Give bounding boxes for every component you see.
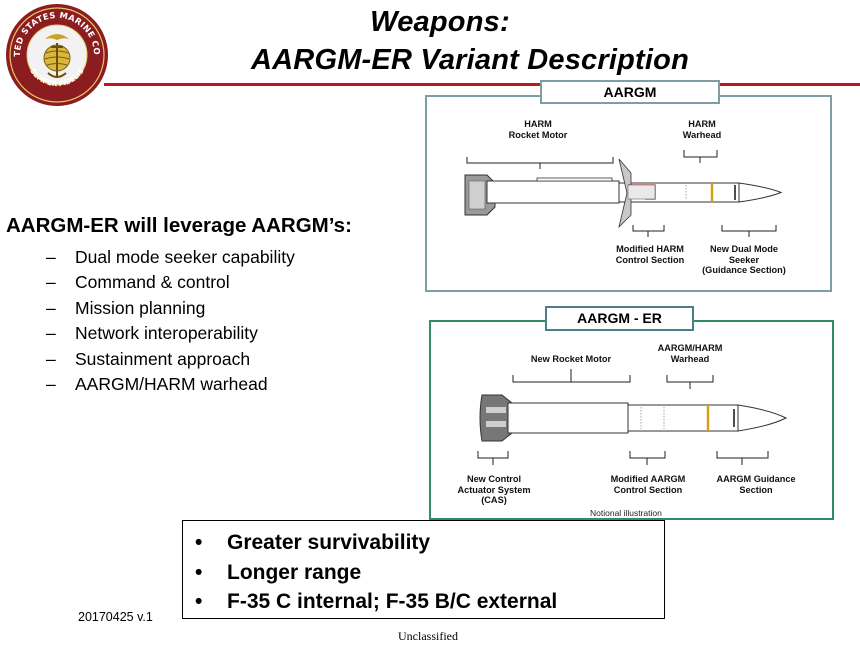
er-nose-cone (737, 404, 788, 432)
aargm-missile-diagram (464, 150, 783, 237)
list-item: –Dual mode seeker capability (46, 247, 295, 267)
list-item: –Command & control (46, 272, 230, 293)
aargm-seeker-label: New Dual Mode Seeker (Guidance Section) (702, 244, 786, 275)
control-fins (618, 158, 632, 229)
notional-illustration-note: Notional illustration (590, 508, 662, 518)
aargm-control-section-label: Modified HARM Control Section (615, 244, 685, 265)
nose-cone (738, 182, 783, 203)
warhead-bracket (683, 150, 718, 163)
list-item: •Greater survivability (195, 531, 431, 554)
er-tail-section (479, 394, 513, 442)
rocket-motor-body (486, 180, 620, 204)
title-rule (104, 83, 860, 86)
version-label: 20170425 v.1 (78, 610, 153, 624)
list-item: •F-35 C internal; F-35 B/C external (195, 590, 558, 613)
aargm-rocket-motor-label: HARM Rocket Motor (508, 119, 568, 140)
control-bracket (632, 225, 665, 237)
er-warhead-label: AARGM/HARM Warhead (657, 343, 723, 364)
benefits-list: •Greater survivability •Longer range •F-… (195, 528, 557, 617)
list-item: –Mission planning (46, 297, 206, 318)
list-item: –Network interoperability (46, 323, 258, 344)
list-item: –Sustainment approach (46, 348, 251, 369)
er-cas-bracket (477, 451, 509, 465)
aargm-er-panel-tab: AARGM - ER (545, 306, 694, 331)
benefits-box: •Greater survivability •Longer range •F-… (182, 520, 665, 619)
er-control-bracket (629, 451, 666, 465)
er-forward-body (627, 404, 739, 432)
aargm-er-missile-diagram (477, 369, 788, 465)
leverage-list: –Dual mode seeker capability –Command & … (46, 246, 295, 398)
er-cas-label: New Control Actuator System (CAS) (457, 474, 531, 505)
er-guidance-label: AARGM Guidance Section (716, 474, 796, 495)
er-rocket-motor-bracket (512, 369, 631, 383)
aargm-panel-tab: AARGM (540, 80, 720, 104)
seeker-bracket (721, 225, 777, 237)
list-item: •Longer range (195, 560, 362, 584)
page-title-line1: Weapons: (370, 6, 510, 38)
rocket-motor-bracket (466, 157, 614, 169)
usmc-seal-icon: UNITED STATES MARINE CORPS SEMPER FIDELI… (5, 3, 108, 106)
aargm-warhead-label: HARM Warhead (682, 119, 722, 140)
leverage-heading: AARGM-ER will leverage AARGM’s: (6, 214, 352, 237)
er-control-section-label: Modified AARGM Control Section (610, 474, 686, 495)
classification-label: Unclassified (398, 629, 458, 643)
er-guidance-bracket (716, 451, 769, 465)
er-rocket-motor-body (507, 402, 629, 434)
list-item: –AARGM/HARM warhead (46, 373, 268, 394)
page-title-line2: AARGM-ER Variant Description (251, 44, 689, 76)
er-rocket-motor-label: New Rocket Motor (530, 354, 612, 364)
er-warhead-bracket (666, 375, 714, 389)
